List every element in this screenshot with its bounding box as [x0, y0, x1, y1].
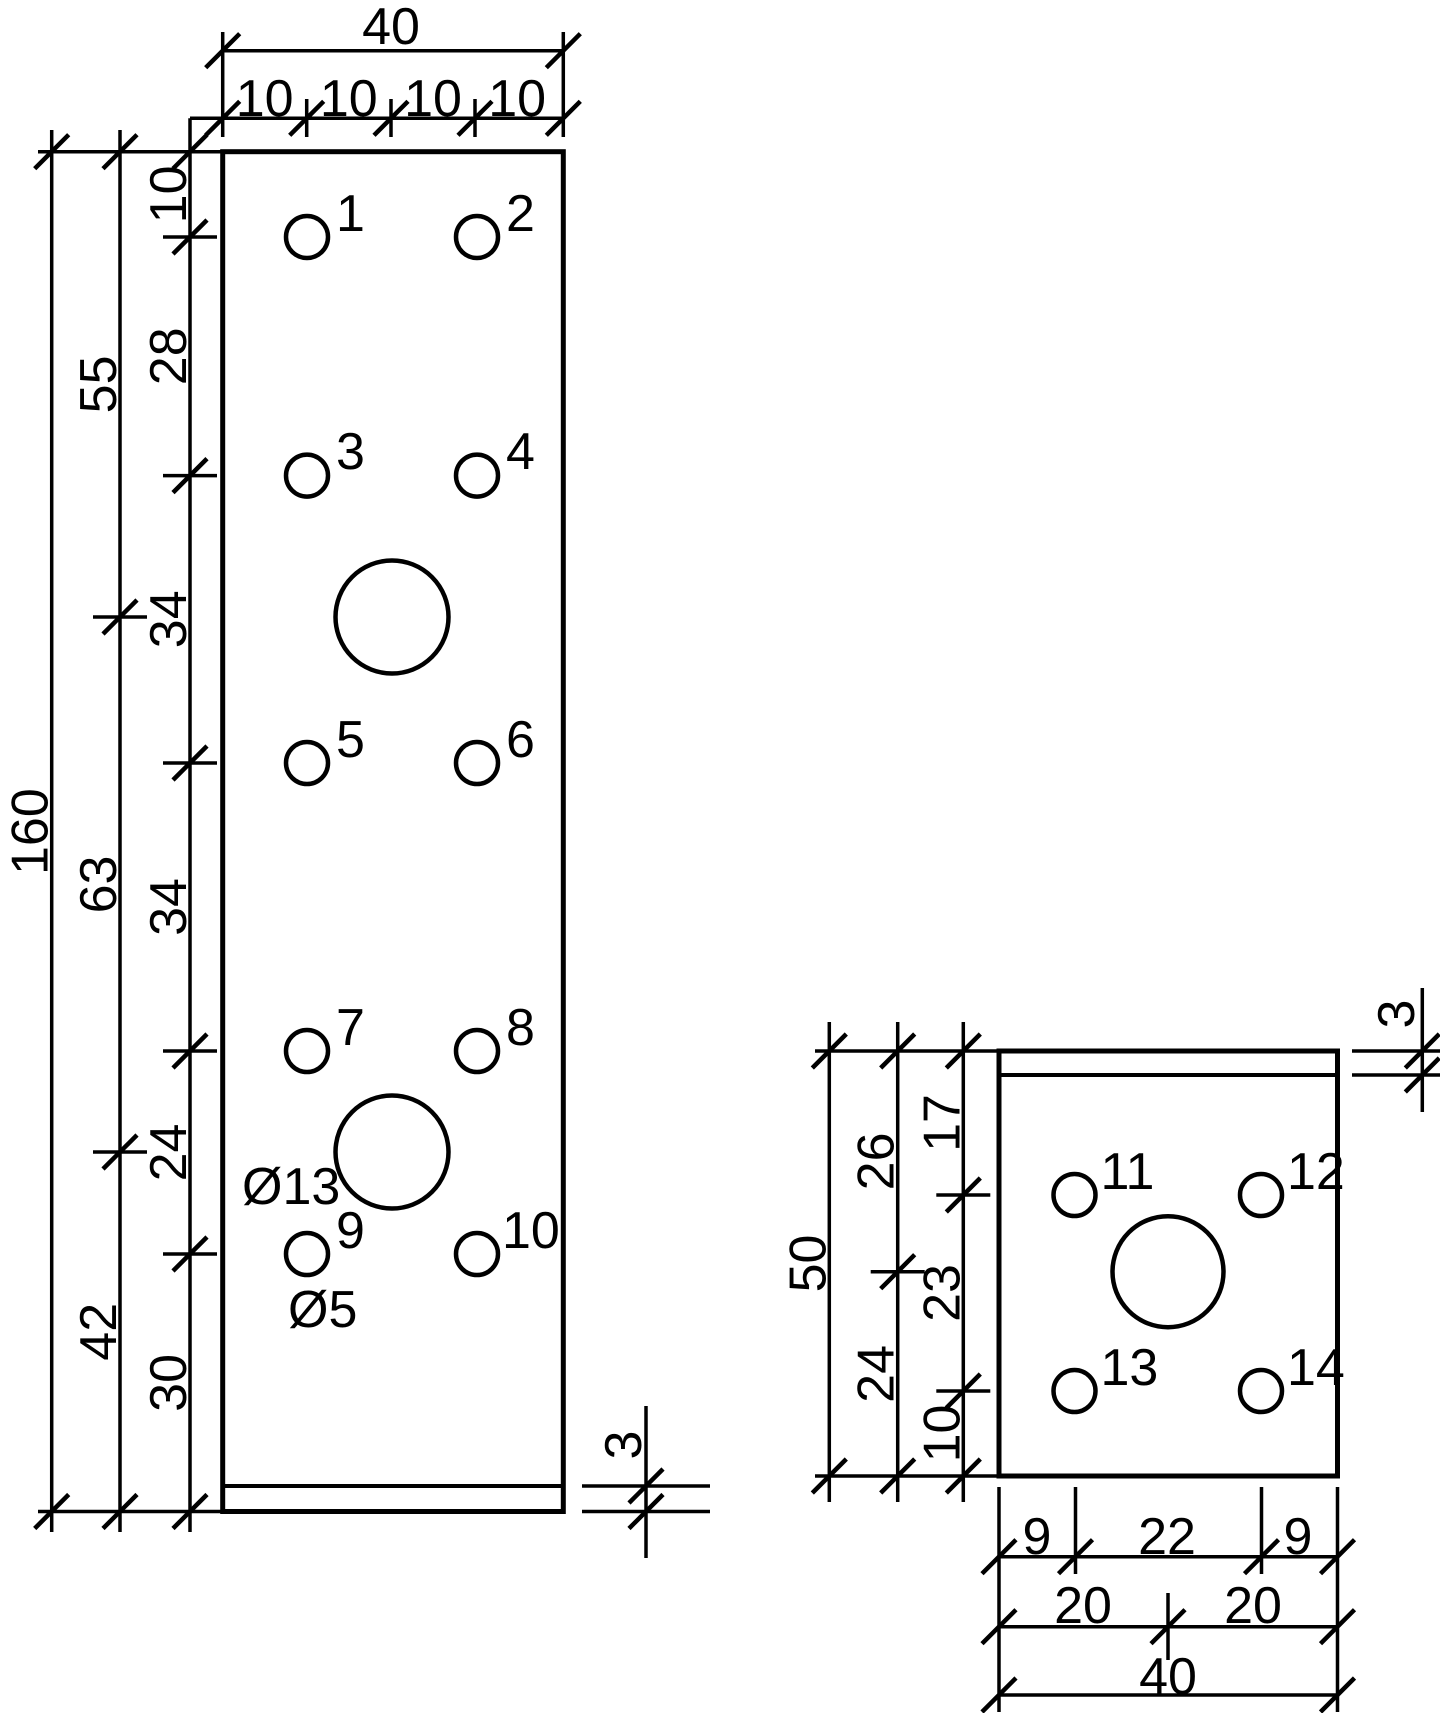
dim-right-inner-23: 23 [913, 1264, 971, 1322]
dim-inner-seg-34b: 34 [140, 878, 198, 936]
dim-bottom-20b: 20 [1224, 1577, 1282, 1635]
dim-mid-seg-63: 63 [70, 856, 128, 914]
hole-label-1: 1 [336, 185, 365, 243]
dim-right-mid-26: 26 [848, 1132, 906, 1190]
hole-7 [283, 1027, 331, 1075]
dim-bottom-width-total: 40 [1139, 1648, 1197, 1706]
hole-label-14: 14 [1287, 1339, 1345, 1397]
dim-bottom-20a: 20 [1054, 1577, 1112, 1635]
dim-height-total: 160 [2, 788, 60, 875]
hole-3 [283, 452, 331, 499]
dim-right-thickness: 3 [1368, 1000, 1426, 1029]
hole-12 [1237, 1171, 1285, 1219]
dim-inner-seg-24: 24 [140, 1124, 198, 1182]
dim-width-seg-1: 10 [236, 70, 294, 128]
hole-label-12: 12 [1287, 1143, 1345, 1201]
dim-inner-seg-34a: 34 [140, 590, 198, 648]
hole-label-7: 7 [336, 999, 365, 1057]
dim-bottom-9a: 9 [1023, 1508, 1052, 1566]
hole-label-6: 6 [506, 711, 535, 769]
hole-label-2: 2 [506, 185, 535, 243]
dim-inner-seg-30: 30 [140, 1354, 198, 1412]
hole-label-11: 11 [1101, 1143, 1155, 1201]
right-plate-group: 11 12 13 14 [996, 1048, 1345, 1479]
dim-mid-seg-42: 42 [70, 1303, 128, 1361]
left-plate-top-dimensions: 40 10 10 10 10 [190, 0, 582, 137]
left-plate-group: 1 2 3 4 5 6 7 8 9 10 Ø13 Ø5 [220, 149, 566, 1515]
dim-left-thickness: 3 [595, 1431, 653, 1460]
large-hole-center [1110, 1213, 1226, 1330]
dim-width-seg-3: 10 [404, 70, 462, 128]
left-plate-thickness-dimension: 3 [582, 1406, 710, 1558]
large-hole-diameter-label: Ø13 [242, 1158, 340, 1216]
dim-right-height-total: 50 [779, 1235, 837, 1293]
hole-2 [453, 213, 501, 261]
dim-width-seg-4: 10 [488, 70, 546, 128]
right-plate-width-dimensions: 9 22 9 20 20 40 [980, 1487, 1357, 1713]
left-plate-outline [220, 149, 566, 1515]
dim-mid-seg-55: 55 [70, 355, 128, 413]
hole-label-8: 8 [506, 999, 535, 1057]
dim-right-mid-24: 24 [848, 1345, 906, 1403]
hole-label-9: 9 [336, 1202, 365, 1260]
hole-label-4: 4 [506, 423, 535, 481]
hole-9 [283, 1230, 331, 1278]
hole-label-13: 13 [1101, 1339, 1159, 1397]
dim-inner-seg-28: 28 [140, 327, 198, 385]
large-hole-lower [333, 1093, 451, 1211]
right-plate-thickness-dimension: 3 [1352, 988, 1440, 1112]
dim-right-inner-10: 10 [913, 1405, 971, 1463]
dim-width-seg-2: 10 [320, 70, 378, 128]
hole-1 [283, 213, 331, 261]
right-plate-height-dimensions: 50 26 24 17 23 10 [779, 1022, 999, 1502]
large-hole-upper [333, 558, 451, 676]
dim-bottom-22: 22 [1138, 1508, 1196, 1566]
dim-bottom-9b: 9 [1284, 1508, 1313, 1566]
dim-right-inner-17: 17 [913, 1094, 971, 1152]
hole-label-3: 3 [336, 423, 365, 481]
dim-inner-seg-10: 10 [140, 165, 198, 223]
hole-14 [1237, 1367, 1285, 1415]
hole-4 [453, 452, 501, 499]
hole-11 [1051, 1171, 1098, 1219]
dim-width-total-top: 40 [362, 0, 420, 56]
hole-10 [453, 1230, 501, 1278]
left-plate-height-dimensions: 160 55 63 42 10 28 34 34 24 30 [2, 118, 223, 1532]
hole-label-5: 5 [336, 711, 365, 769]
hole-5 [283, 739, 331, 787]
right-plate-outline [996, 1048, 1340, 1479]
hole-6 [453, 739, 501, 787]
hole-13 [1051, 1367, 1098, 1415]
hole-8 [453, 1027, 501, 1075]
hole-label-10: 10 [502, 1202, 560, 1260]
small-hole-diameter-label: Ø5 [288, 1281, 357, 1339]
